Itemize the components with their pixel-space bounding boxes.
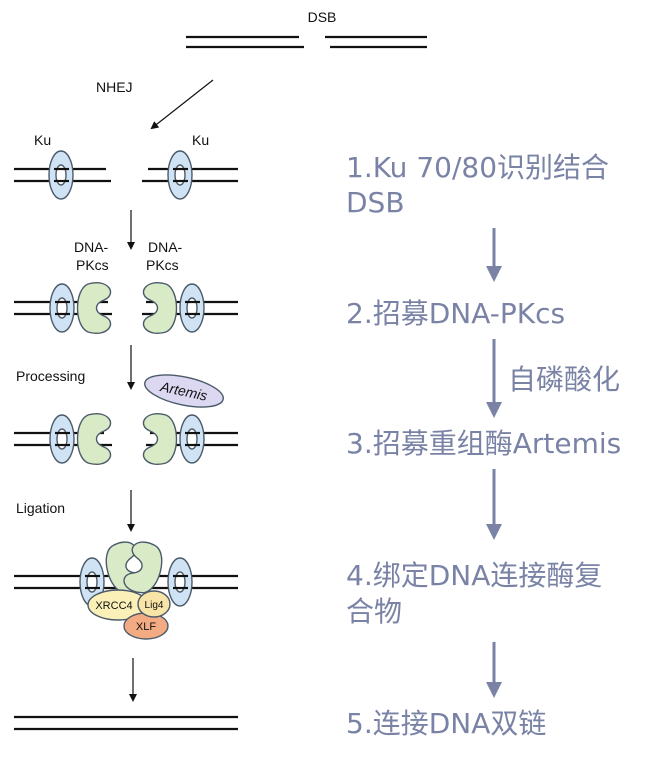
- ku-left-label: Ku: [34, 132, 51, 148]
- nhej-arrow: [150, 79, 214, 130]
- step-2-note: 自磷酸化: [508, 363, 620, 396]
- dsb-label: DSB: [308, 9, 337, 25]
- ku-left-ring: [48, 150, 74, 200]
- step-1-line-1: 1.Ku 70/80识别结合: [346, 151, 609, 184]
- dsb-broken-dna: [186, 35, 427, 49]
- dna-ligated: [14, 715, 238, 731]
- dnapkcs-right-label-2: PKcs: [146, 257, 179, 273]
- step-4-line-2: 合物: [346, 595, 402, 628]
- ku-left-ring-2: [49, 283, 75, 333]
- dna-step1: [14, 150, 238, 200]
- dnapkcs-right-label-1: DNA-: [148, 239, 183, 255]
- step-arrow-2: [486, 339, 502, 418]
- nhej-label: NHEJ: [96, 79, 133, 95]
- processing-label: Processing: [16, 368, 85, 384]
- xlf-label: XLF: [136, 621, 156, 633]
- dna-step4: [14, 538, 238, 607]
- lig4-protein: [137, 590, 171, 618]
- lig4-label: Lig4: [145, 600, 164, 611]
- step-4-line-1: 4.绑定DNA连接酶复: [346, 559, 602, 592]
- ku-left-ring-3: [49, 414, 75, 464]
- ku-right-ring: [167, 150, 193, 200]
- ku-right-ring-4: [167, 557, 193, 607]
- step-3: 3.招募重组酶Artemis: [346, 427, 621, 460]
- step-arrow-4: [486, 642, 502, 698]
- dnapkcs-left-label-1: DNA-: [74, 239, 109, 255]
- artemis-protein: Artemis: [144, 374, 224, 408]
- ku-right-ring-2: [179, 283, 205, 333]
- ku-right-label: Ku: [192, 132, 209, 148]
- dnapkcs-left-label-2: PKcs: [76, 257, 109, 273]
- dnapkcs-left-3: [76, 412, 112, 466]
- dnapkcs-right-3: [142, 412, 178, 466]
- dna-step2: [14, 281, 238, 335]
- ku-right-ring-3: [179, 414, 205, 464]
- dnapkcs-left: [76, 281, 112, 335]
- ligation-label: Ligation: [16, 500, 65, 516]
- xrcc4-label: XRCC4: [95, 600, 132, 612]
- step-5: 5.连接DNA双链: [346, 707, 546, 740]
- dna-step3: [14, 412, 238, 466]
- step-arrow-3: [486, 469, 502, 540]
- step-2: 2.招募DNA-PKcs: [346, 297, 565, 330]
- dnapkcs-right: [142, 281, 178, 335]
- ligase-complex: XRCC4 Lig4 XLF: [87, 589, 171, 640]
- step-1-line-2: DSB: [346, 186, 405, 219]
- step-arrow-1: [486, 228, 502, 282]
